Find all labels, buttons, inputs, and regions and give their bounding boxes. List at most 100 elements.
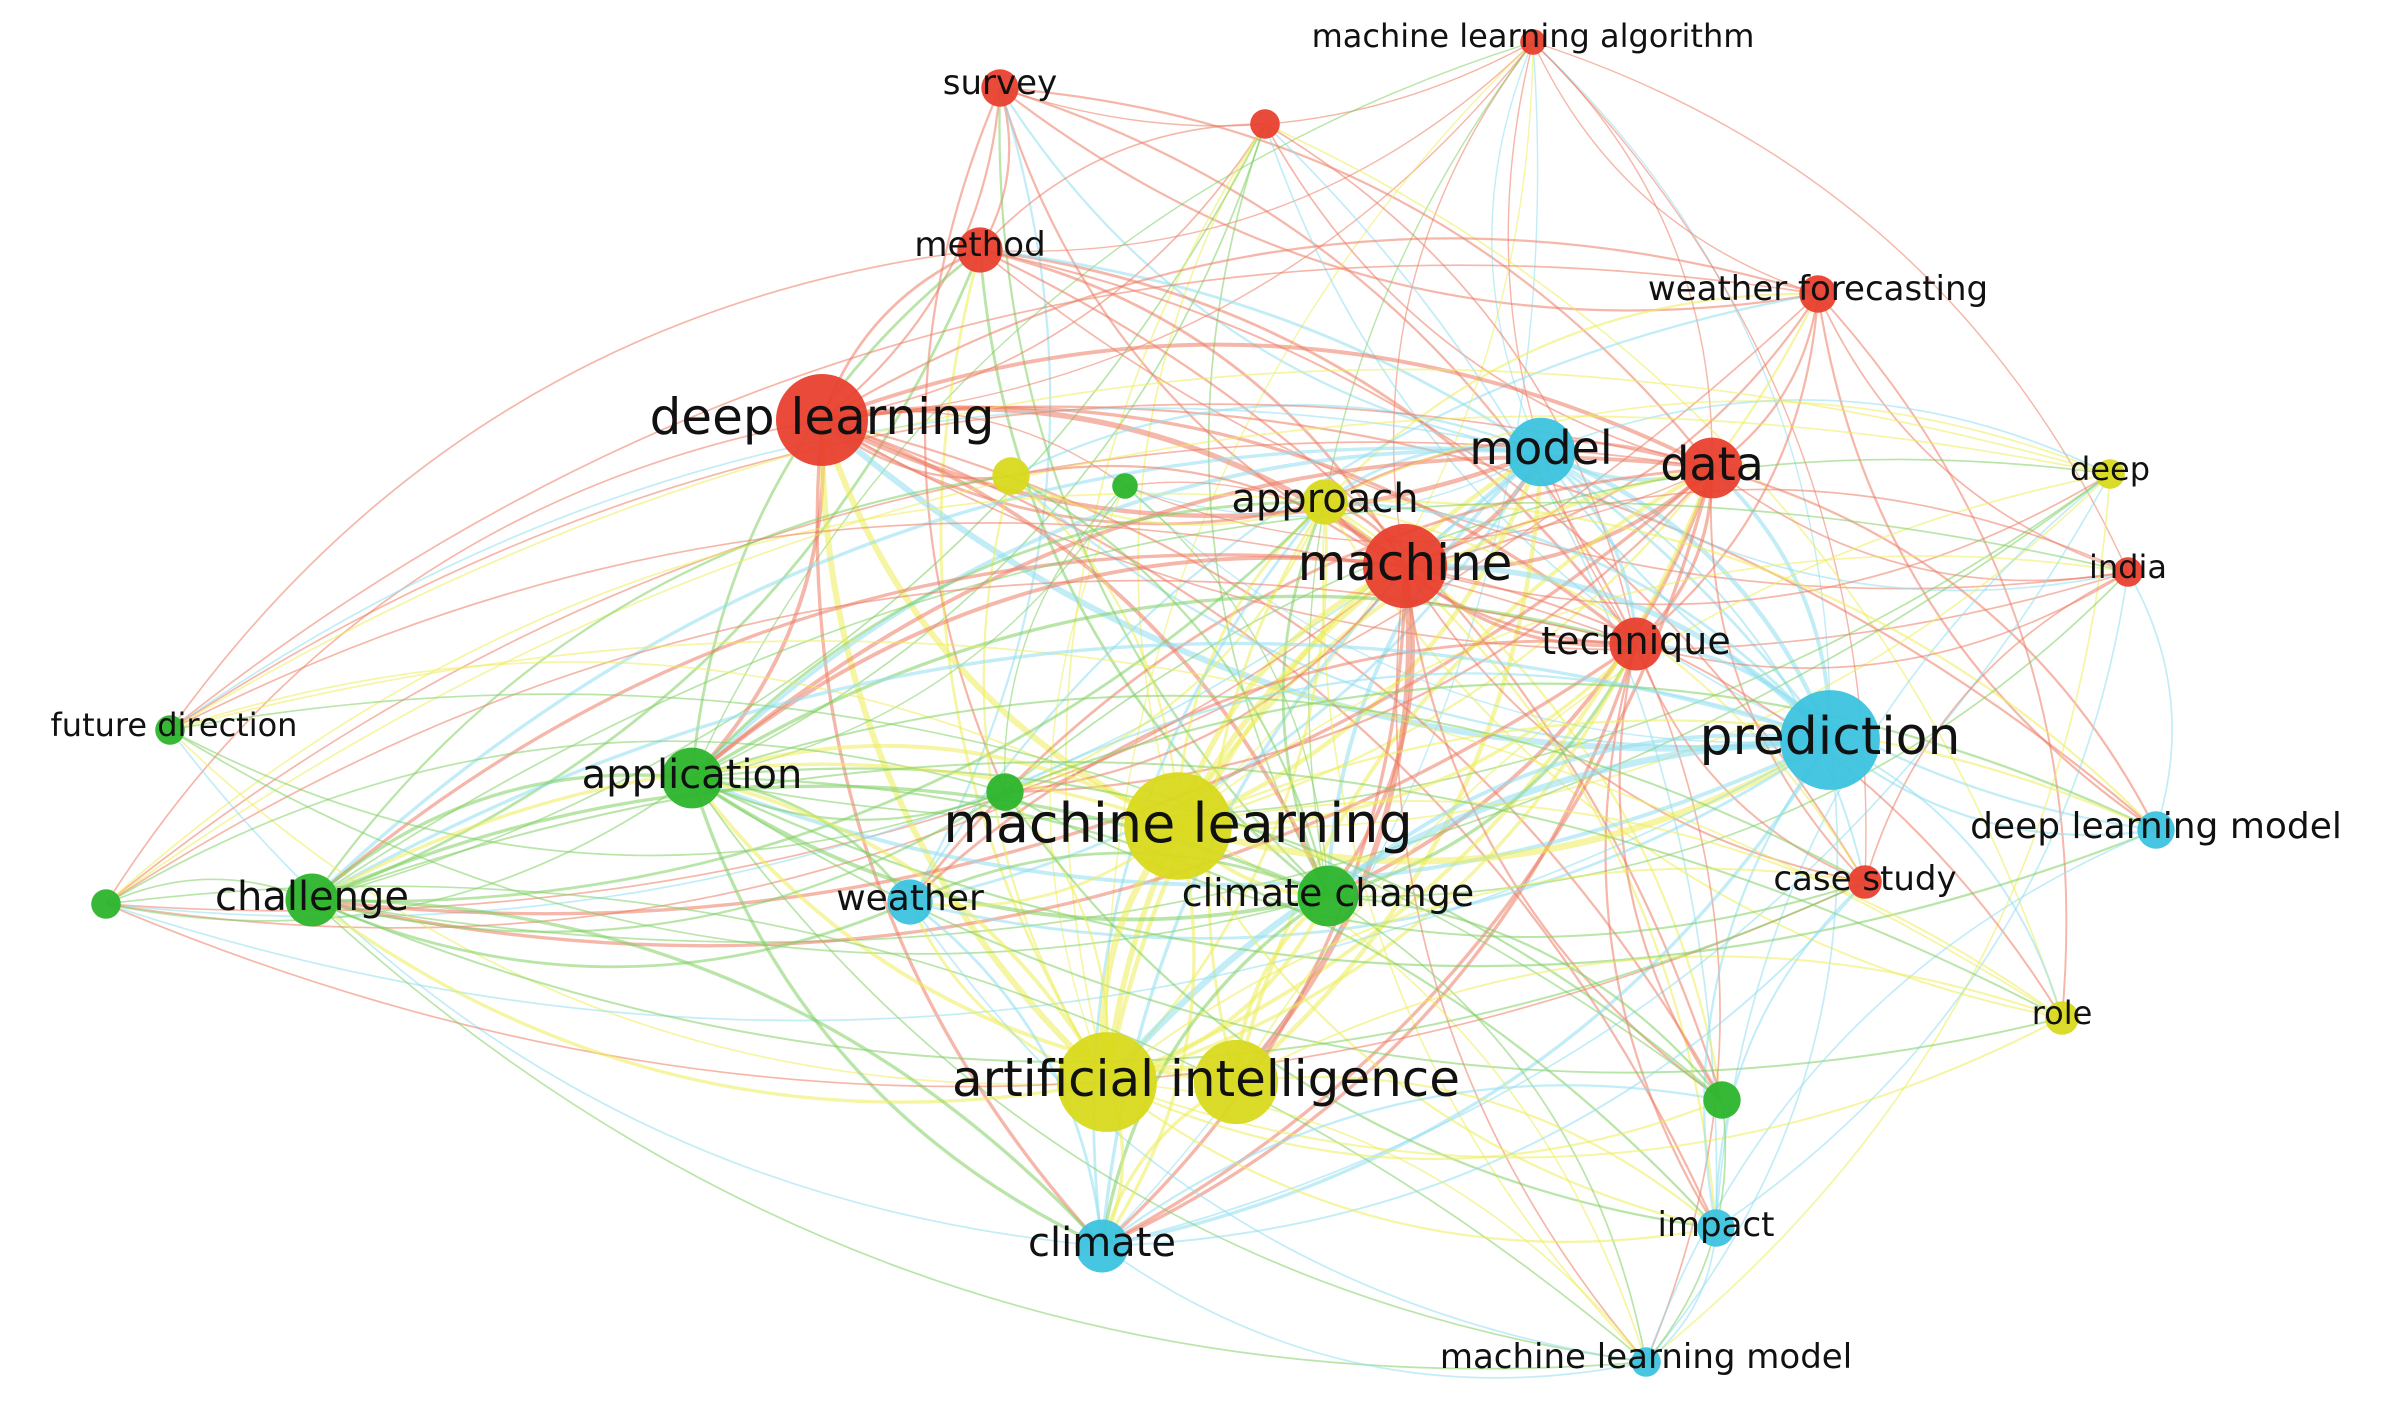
node-dl[interactable] <box>776 374 868 466</box>
edge-india-challenge <box>311 501 2129 901</box>
node-survey[interactable] <box>981 69 1019 107</box>
node-label-survey: survey <box>943 63 1057 103</box>
edge-application-climate <box>690 777 1103 1248</box>
edge-ml-dlm <box>1177 719 2157 832</box>
edge-data-cs <box>1709 467 1866 883</box>
edge-machine-challenge <box>310 553 1406 902</box>
edge-challenge-role <box>311 761 2063 1019</box>
node-india[interactable] <box>2113 557 2143 587</box>
node-g2[interactable] <box>986 773 1024 811</box>
node-mla[interactable] <box>1520 29 1546 55</box>
node-wf[interactable] <box>1799 275 1837 313</box>
edge-deep-fd <box>169 368 2111 731</box>
edge-model-prediction <box>1540 449 1833 741</box>
edge-ml-challenge <box>311 762 1179 902</box>
node-label-weather: weather <box>836 878 984 919</box>
node-machine[interactable] <box>1362 523 1448 609</box>
edge-g1-cc <box>1124 485 1329 897</box>
node-ai2[interactable] <box>1193 1039 1279 1125</box>
edge-technique-weather <box>909 639 1637 904</box>
edge-model-ml <box>1177 451 1544 829</box>
node-data[interactable] <box>1681 437 1743 499</box>
node-prediction[interactable] <box>1780 690 1880 790</box>
edge-r_top-data <box>1264 123 1713 469</box>
node-challenge[interactable] <box>285 873 339 927</box>
edge-technique-challenge <box>311 642 1637 948</box>
node-y1[interactable] <box>992 457 1030 495</box>
edge-prediction-mlm <box>1645 739 1839 1363</box>
edge-challenge-ai <box>311 898 1108 1104</box>
node-label-prediction: prediction <box>1700 707 1961 767</box>
node-g4[interactable] <box>1703 1081 1741 1119</box>
edge-application-cs <box>691 694 1866 883</box>
edge-technique-impact <box>1604 643 1717 1229</box>
edge-application-ai <box>691 776 1109 1083</box>
edge-cs-impact <box>1715 881 1866 1229</box>
node-role[interactable] <box>2045 1001 2079 1035</box>
node-method[interactable] <box>957 227 1003 273</box>
node-deep[interactable] <box>2095 459 2125 489</box>
edge-mla-machine <box>1392 41 1534 567</box>
node-application[interactable] <box>661 747 723 809</box>
edge-application-mlm <box>691 777 1647 1363</box>
edge-challenge-climate <box>311 898 1104 1248</box>
node-weather[interactable] <box>887 879 933 925</box>
edge-survey-model <box>999 87 1542 454</box>
edge-method-machine <box>979 248 1407 567</box>
node-g1[interactable] <box>1112 473 1138 499</box>
node-layer <box>91 29 2175 1377</box>
edge-g1-application <box>691 485 1126 779</box>
edge-ai-g4 <box>1106 1080 1723 1161</box>
node-label-india: india <box>2089 548 2167 586</box>
node-technique[interactable] <box>1609 617 1663 671</box>
node-ml[interactable] <box>1124 772 1232 880</box>
node-r_top[interactable] <box>1250 109 1280 139</box>
node-climate[interactable] <box>1075 1219 1129 1273</box>
edge-data-climate <box>1101 467 1714 1248</box>
node-label-cs: case study <box>1773 859 1956 899</box>
edge-role-ai <box>1106 1017 2063 1159</box>
node-model[interactable] <box>1506 417 1576 487</box>
edge-survey-g2 <box>923 87 1007 793</box>
edge-weather-mlm <box>909 901 1647 1363</box>
edge-deep-g2 <box>1004 458 2111 793</box>
node-approach[interactable] <box>1302 479 1348 525</box>
edge-cs-ai <box>1106 867 1866 1083</box>
edge-wf-fd <box>169 264 1819 731</box>
edge-fd-role <box>169 640 2063 1019</box>
edge-machine-g2 <box>1004 565 1406 794</box>
node-impact[interactable] <box>1697 1209 1735 1247</box>
edge-wf-india <box>1817 293 2129 573</box>
node-label-mlm: machine learning model <box>1440 1337 1852 1377</box>
edge-g3-challenge <box>105 878 313 905</box>
node-label-dlm: deep learning model <box>1970 806 2342 847</box>
node-cs[interactable] <box>1848 865 1882 899</box>
edge-challenge-weather <box>311 898 911 969</box>
edge-ml-impact <box>1177 825 1717 1230</box>
node-cc[interactable] <box>1297 865 1359 927</box>
node-label-cc: climate change <box>1182 871 1475 915</box>
node-g3[interactable] <box>91 889 121 919</box>
node-dlm[interactable] <box>2137 811 2175 849</box>
edge-mla-prediction <box>1532 41 1831 741</box>
node-ai[interactable] <box>1057 1032 1157 1132</box>
edge-prediction-challenge <box>311 641 1831 902</box>
node-label-machine: machine <box>1298 534 1513 592</box>
edge-ai2-impact <box>1235 1075 1717 1229</box>
edge-dl-g3 <box>105 419 823 905</box>
edge-data-dlm <box>1711 466 2158 831</box>
edge-survey-technique <box>999 86 1638 645</box>
node-fd[interactable] <box>155 715 185 745</box>
edge-wf-dl <box>821 237 1819 421</box>
edge-survey-data <box>999 86 1713 469</box>
edge-deep-mlm <box>1645 473 2111 1363</box>
edge-method-challenge <box>311 249 982 902</box>
edge-india-cc <box>1327 571 2129 898</box>
node-mlm[interactable] <box>1631 1347 1661 1377</box>
edge-climate-mlm <box>1101 1245 1647 1379</box>
edge-fd-g2 <box>169 729 1006 857</box>
edge-challenge-mlm <box>311 899 1647 1370</box>
edge-method-cc <box>978 249 1329 898</box>
